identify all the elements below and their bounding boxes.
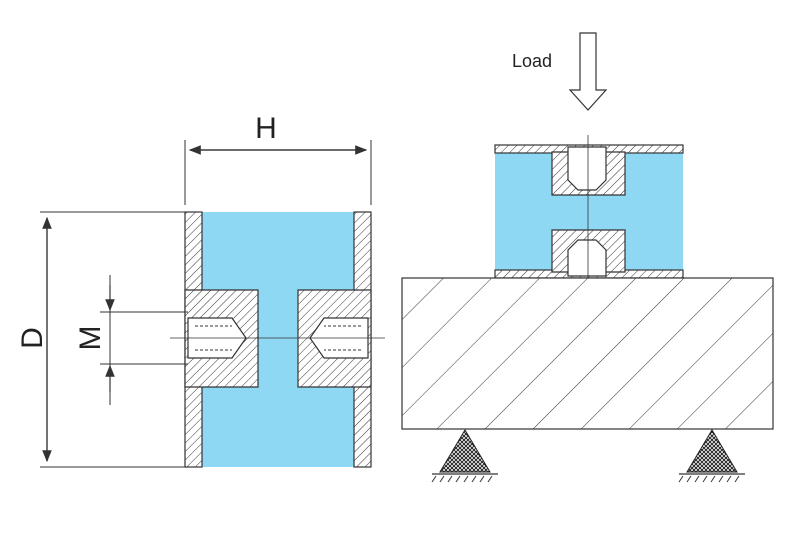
load-arrow [568, 32, 608, 111]
right-support [686, 429, 738, 473]
cross-section-view: H D M [16, 112, 385, 468]
d-label: D [16, 327, 49, 349]
left-support [439, 429, 491, 473]
base-block [401, 277, 774, 430]
m-label: M [74, 326, 107, 351]
h-label: H [255, 112, 277, 145]
load-application-view: Load [401, 32, 774, 483]
load-label: Load [512, 51, 552, 71]
